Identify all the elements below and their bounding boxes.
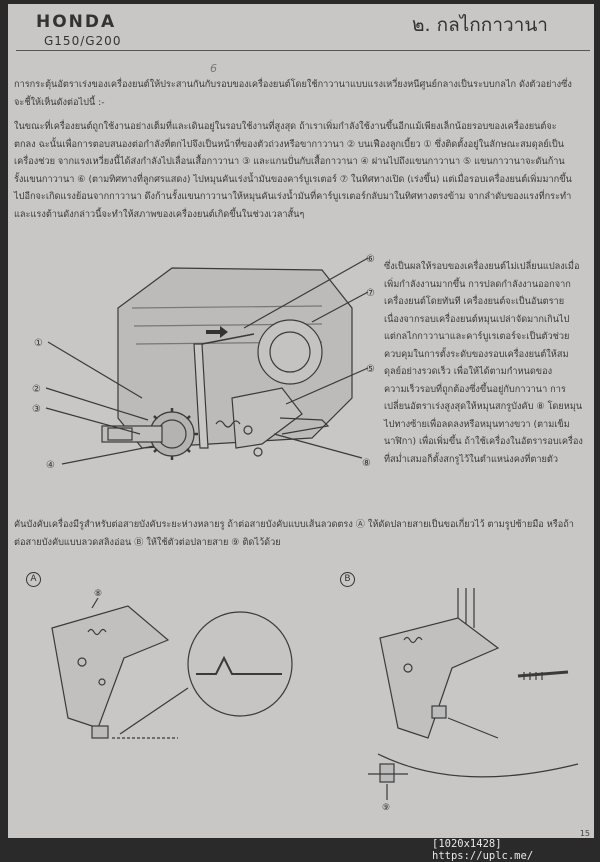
callout-3: ③ [32,404,41,415]
figure-a-callout-8: ⑧ [94,589,102,599]
callout-8: ⑧ [362,458,371,469]
watermark: [1020x1428] https://uplc.me/ [432,838,534,862]
control-cable-paragraph: คันบังคับเครื่องมีรูสำหรับต่อสายบังคับระ… [14,519,574,548]
page-number: 15 [579,829,590,838]
manual-page: HONDA G150/G200 ๒. กลไกกาวานา 6 การกระตุ… [8,4,594,838]
callout-6: ⑥ [366,254,375,265]
callout-2: ② [32,384,41,395]
callout-4: ④ [46,460,55,471]
label-b: B [340,572,355,587]
callout-7: ⑦ [366,288,375,299]
chapter-title: ๒. กลไกกาวานา [412,14,548,36]
figure-b-callout-9: ⑨ [382,803,390,813]
pencil-mark: 6 [210,62,217,75]
brand-logo: HONDA [36,12,117,32]
governor-side-paragraph: ซึ่งเป็นผลให้รอบของเครื่องยนต์ไม่เปลี่ยน… [384,261,583,465]
callout-1: ① [34,338,43,349]
governor-paragraph: ในขณะที่เครื่องยนต์ถูกใช้งานอย่างเต็มที่… [14,121,572,220]
figure-a-rigid-cable: ⑧ [51,589,293,739]
callout-5: ⑤ [366,364,375,375]
engine-governor-figure: ① ② ③ ④ ⑤ ⑥ ⑦ ⑧ [32,254,375,471]
intro-paragraph: การกระตุ้นอัตราเร่งของเครื่องยนต์ให้ประส… [14,79,572,108]
label-a: A [26,572,41,587]
figure-b-flexible-cable: ⑨ [368,588,579,813]
header-rule [16,50,590,51]
model-name: G150/G200 [44,34,122,48]
